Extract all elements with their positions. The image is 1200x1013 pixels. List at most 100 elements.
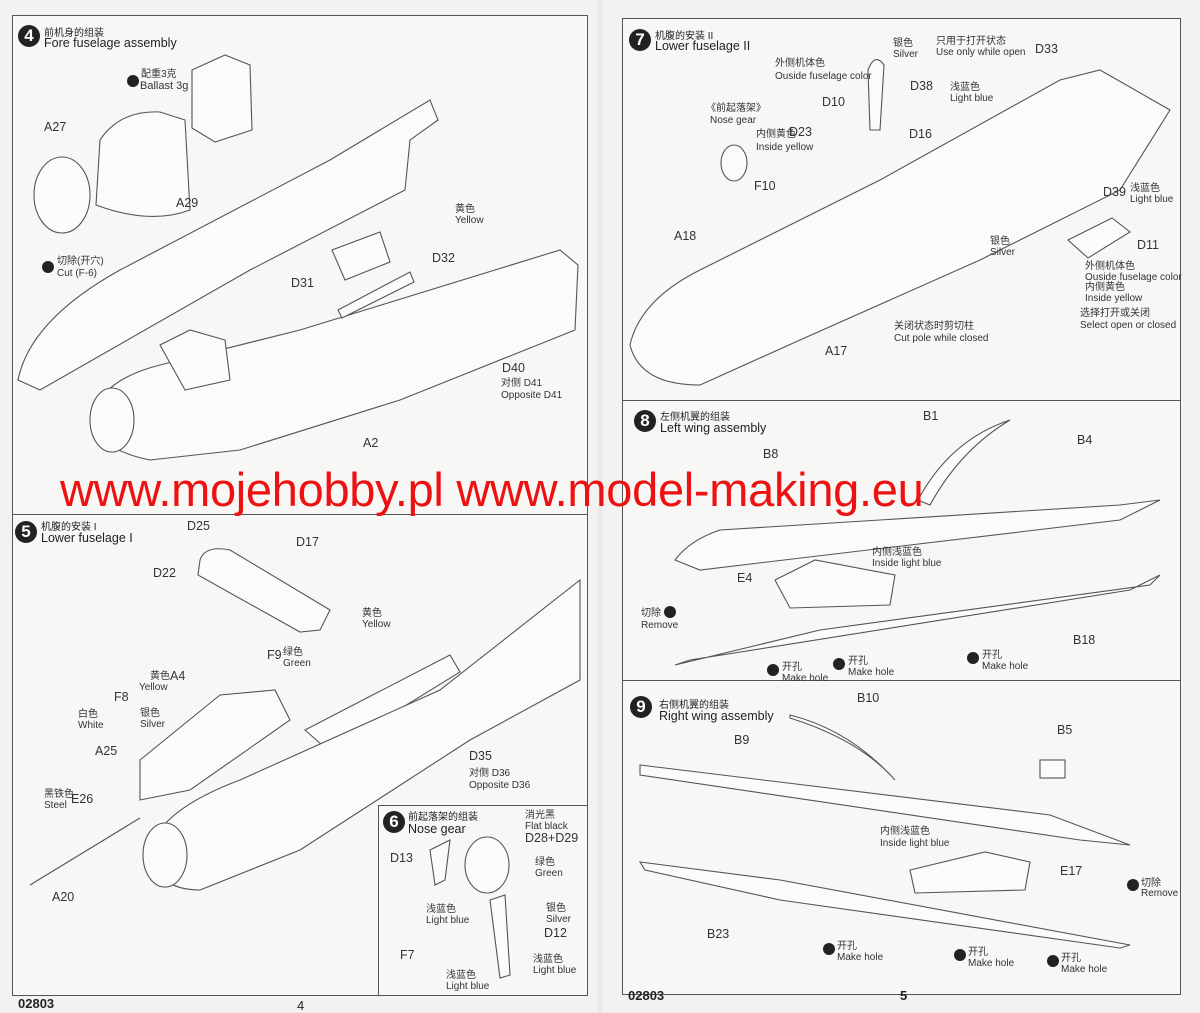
label: 绿色 (283, 647, 303, 658)
right-page-code: 02803 (628, 988, 665, 1003)
bay-e17 (909, 851, 1031, 894)
label: Inside light blue (880, 838, 950, 849)
part-label: B8 (763, 447, 779, 461)
label: 外侧机体色 (1085, 261, 1135, 272)
part-label: D23 (789, 125, 812, 139)
panel-yellow (331, 231, 391, 281)
label: Light blue (446, 981, 490, 992)
label: 配重3克 (141, 69, 177, 80)
part-label: E26 (71, 792, 94, 806)
flap-b1 (917, 419, 1011, 506)
part-label: A27 (44, 120, 67, 134)
part-label: E4 (737, 571, 753, 585)
step-7-number: 7 (629, 29, 651, 51)
label: Silver (140, 719, 166, 730)
label: 切除 (1141, 878, 1161, 889)
label: Make hole (782, 673, 829, 684)
label: Yellow (139, 682, 168, 693)
step-8-title-cn: 左侧机翼的组装 (660, 412, 730, 423)
drill-icon (1047, 955, 1059, 967)
lower-fuselage-2 (629, 69, 1171, 386)
label: 关闭状态时剪切柱 (894, 321, 974, 332)
label: Green (283, 658, 311, 669)
label: 白色 (78, 709, 98, 720)
label: Ouside fuselage color (775, 71, 872, 82)
step-8-number: 8 (634, 410, 656, 432)
step-6-number: 6 (383, 811, 405, 833)
part-label: D17 (296, 535, 319, 549)
part-label: E17 (1060, 864, 1083, 878)
part-label: D38 (910, 79, 933, 93)
wing-b23 (638, 861, 1131, 949)
part-label: D22 (153, 566, 176, 580)
part-label: B9 (734, 733, 750, 747)
label: 黄色 (362, 608, 382, 619)
label: Ballast 3g (140, 80, 189, 92)
label: 内侧浅蓝色 (872, 547, 922, 558)
part-label: B1 (923, 409, 939, 423)
step-9-title-cn: 右侧机翼的组装 (659, 700, 729, 711)
part-label: D31 (291, 276, 314, 290)
label: 消光黑 (525, 810, 555, 821)
step-4-title-cn: 前机身的组装 (44, 28, 104, 39)
part-label: D32 (432, 251, 455, 265)
part-label: B10 (857, 691, 880, 705)
label: 对侧 D41 (501, 378, 543, 389)
part-label: A17 (825, 344, 848, 358)
label: Make hole (837, 952, 884, 963)
door-d10 (867, 59, 885, 131)
part-label: D12 (544, 926, 567, 940)
step-5-title: Lower fuselage I (41, 531, 133, 545)
part-d13 (429, 839, 451, 886)
step-5-title-cn: 机腹的安装 I (41, 522, 97, 533)
label: 银色 (140, 708, 160, 719)
fuselage-half-a29 (17, 99, 439, 391)
step-6-title-cn: 前起落架的组装 (408, 812, 478, 823)
label: 黄色 (150, 671, 170, 682)
part-label: A29 (176, 196, 199, 210)
left-page-number: 4 (297, 998, 305, 1013)
part-label: D33 (1035, 42, 1058, 56)
cut-icon (42, 261, 54, 273)
label: 黑铁色 (44, 789, 74, 800)
label: 切除 (641, 608, 661, 619)
step-8-title: Left wing assembly (660, 421, 767, 435)
drill-icon (823, 943, 835, 955)
label: 黄色 (455, 204, 475, 215)
part-label: D25 (187, 519, 210, 533)
nose-intake-2 (142, 822, 188, 888)
part-label: D40 (502, 361, 525, 375)
gear-leg (489, 894, 511, 979)
drill-icon (967, 652, 979, 664)
label: Light blue (1130, 194, 1174, 205)
label: Light blue (950, 93, 994, 104)
label: 内侧浅蓝色 (880, 826, 930, 837)
label: Steel (44, 800, 67, 811)
part-label: D11 (1137, 238, 1160, 252)
wheel-7 (720, 144, 748, 182)
label: 内侧黄色 (1085, 282, 1125, 293)
part-label: A4 (170, 669, 186, 683)
label: Remove (1141, 888, 1179, 899)
label: White (78, 720, 104, 731)
part-label: D28+D29 (525, 831, 579, 845)
drill-icon (767, 664, 779, 676)
label: Yellow (362, 619, 391, 630)
label: Opposite D36 (469, 780, 531, 791)
label: Light blue (426, 915, 470, 926)
step-7-title: Lower fuselage II (655, 39, 751, 53)
label: Silver (546, 914, 572, 925)
bay-e4 (774, 559, 896, 609)
step-5-number: 5 (15, 521, 37, 543)
nose-ring-a27 (33, 156, 91, 234)
label: 浅蓝色 (533, 954, 563, 965)
label: Make hole (982, 661, 1029, 672)
label: Cut (F-6) (57, 268, 97, 279)
remove-icon (664, 606, 676, 618)
label: 选择打开或关闭 (1080, 308, 1150, 319)
part-label: A2 (363, 436, 379, 450)
step-4-title: Fore fuselage assembly (44, 36, 177, 50)
label: Inside yellow (1085, 293, 1143, 304)
watermark: www.mojehobby.pl www.model-making.eu (60, 463, 924, 516)
label: 开孔 (982, 650, 1002, 661)
